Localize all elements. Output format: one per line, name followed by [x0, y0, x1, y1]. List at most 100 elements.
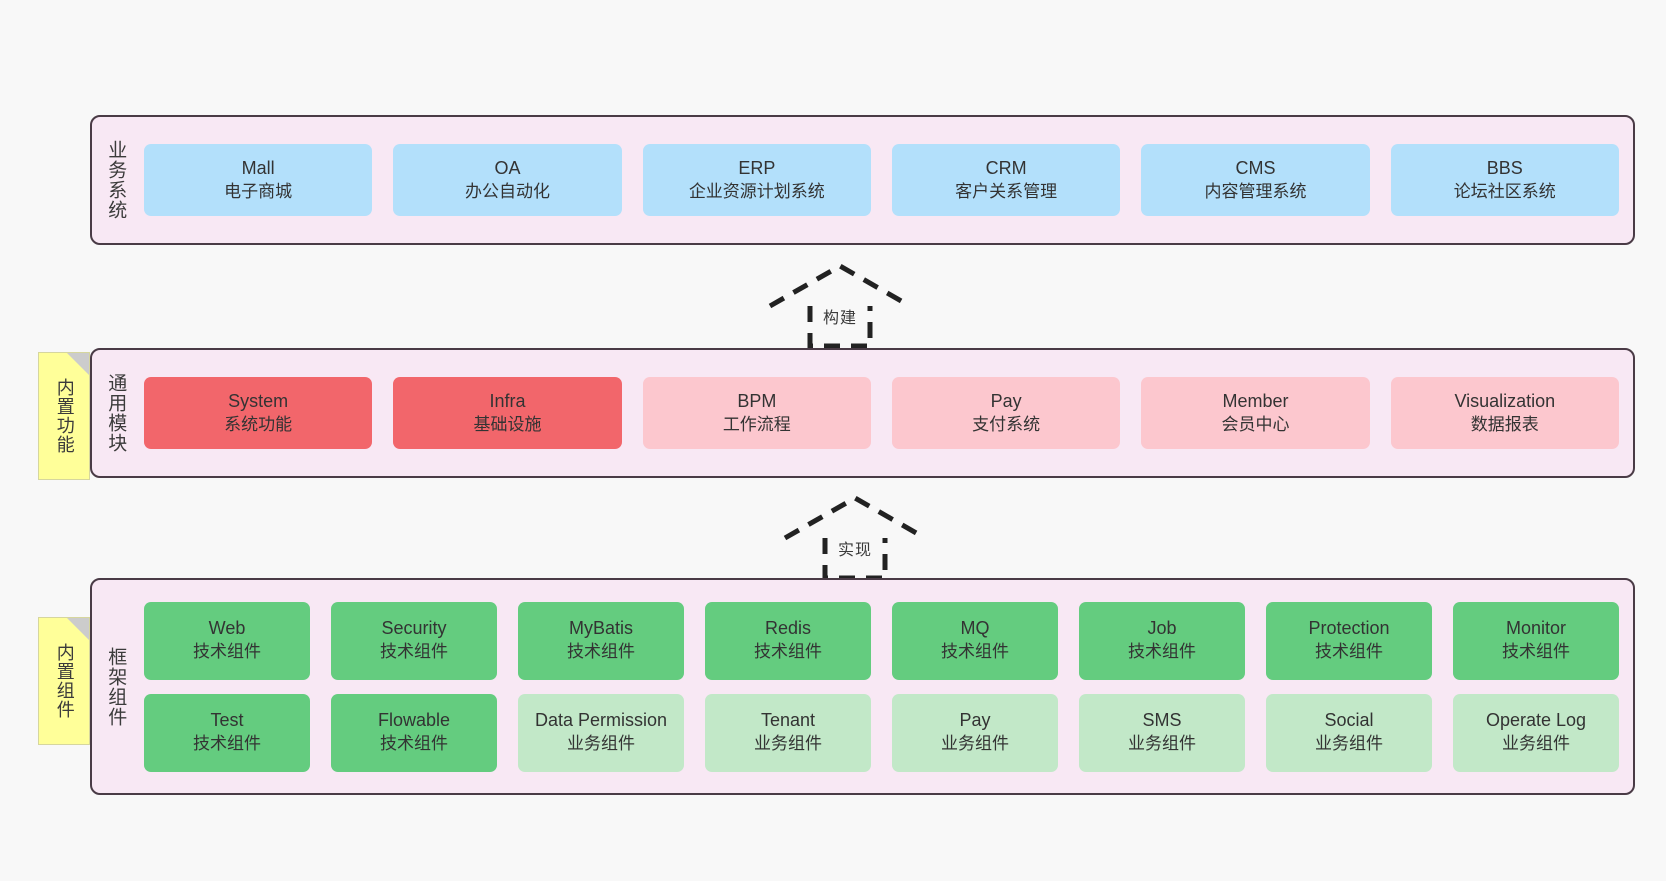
node-infra[interactable]: Infra 基础设施 [393, 377, 622, 449]
node-operate-log[interactable]: Operate Log 业务组件 [1453, 693, 1619, 772]
node-bpm[interactable]: BPM 工作流程 [642, 377, 871, 449]
node-mq[interactable]: MQ 技术组件 [892, 601, 1058, 680]
node-title: Pay [990, 390, 1022, 411]
note-fold-icon [67, 353, 89, 375]
node-subtitle: 基础设施 [473, 414, 542, 434]
layer-row: System 系统功能 Infra 基础设施 BPM 工作流程 Pay 支付系统… [144, 377, 1619, 449]
node-subtitle: 系统功能 [224, 414, 293, 434]
node-title: Visualization [1454, 390, 1556, 411]
node-subtitle: 技术组件 [1502, 642, 1570, 662]
node-member[interactable]: Member 会员中心 [1141, 377, 1370, 449]
node-erp[interactable]: ERP 企业资源计划系统 [642, 144, 871, 216]
node-subtitle: 内容管理系统 [1204, 181, 1307, 201]
node-redis[interactable]: Redis 技术组件 [705, 601, 871, 680]
node-subtitle: 业务组件 [1128, 734, 1196, 754]
node-visualization[interactable]: Visualization 数据报表 [1390, 377, 1619, 449]
layer-business-system: 业务系统 Mall 电子商城 OA 办公自动化 ERP 企业资源计划系统 CRM… [90, 115, 1635, 245]
node-title: Test [210, 710, 244, 731]
layer-title-business-system: 业务系统 [105, 140, 127, 220]
node-job[interactable]: Job 技术组件 [1079, 601, 1245, 680]
node-title: Monitor [1505, 618, 1567, 639]
node-subtitle: 会员中心 [1221, 414, 1290, 434]
connector-implement: 实现 [775, 490, 935, 582]
node-title: Infra [489, 390, 526, 411]
node-subtitle: 办公自动化 [464, 181, 550, 201]
node-subtitle: 业务组件 [1502, 734, 1570, 754]
node-title: BPM [737, 390, 777, 411]
layer-body-framework-component: Web 技术组件 Security 技术组件 MyBatis 技术组件 Redi… [138, 580, 1633, 793]
node-subtitle: 工作流程 [722, 414, 791, 434]
layer-body-common-module: System 系统功能 Infra 基础设施 BPM 工作流程 Pay 支付系统… [138, 350, 1633, 476]
note-fold-icon [67, 618, 89, 640]
node-protection[interactable]: Protection 技术组件 [1266, 601, 1432, 680]
node-title: System [228, 390, 289, 411]
note-label: 内置组件 [54, 643, 75, 719]
node-social[interactable]: Social 业务组件 [1266, 693, 1432, 772]
node-title: Redis [764, 618, 812, 639]
node-web[interactable]: Web 技术组件 [144, 601, 310, 680]
node-subtitle: 论坛社区系统 [1453, 181, 1556, 201]
node-bbs[interactable]: BBS 论坛社区系统 [1390, 144, 1619, 216]
node-sms[interactable]: SMS 业务组件 [1079, 693, 1245, 772]
node-subtitle: 业务组件 [567, 734, 635, 754]
node-pay-business[interactable]: Pay 业务组件 [892, 693, 1058, 772]
node-subtitle: 业务组件 [1315, 734, 1383, 754]
node-monitor[interactable]: Monitor 技术组件 [1453, 601, 1619, 680]
node-subtitle: 客户关系管理 [955, 181, 1058, 201]
node-crm[interactable]: CRM 客户关系管理 [891, 144, 1121, 216]
connector-build: 构建 [760, 258, 920, 350]
node-subtitle: 技术组件 [567, 642, 635, 662]
node-data-permission[interactable]: Data Permission 业务组件 [518, 693, 684, 772]
node-title: SMS [1142, 710, 1182, 731]
node-title: Mall [241, 157, 275, 178]
node-title: Job [1147, 618, 1177, 639]
node-subtitle: 支付系统 [972, 414, 1041, 434]
node-title: Pay [959, 710, 991, 731]
node-title: Tenant [760, 710, 816, 731]
note-builtin-component: 内置组件 [38, 617, 90, 745]
layer-body-business-system: Mall 电子商城 OA 办公自动化 ERP 企业资源计划系统 CRM 客户关系… [138, 117, 1633, 243]
node-pay[interactable]: Pay 支付系统 [891, 377, 1121, 449]
node-title: CRM [985, 157, 1027, 178]
layer-framework-component: 框架组件 Web 技术组件 Security 技术组件 MyBatis 技术组件… [90, 578, 1635, 795]
node-subtitle: 技术组件 [941, 642, 1009, 662]
node-title: OA [494, 157, 521, 178]
node-subtitle: 业务组件 [941, 734, 1009, 754]
node-title: Member [1222, 390, 1289, 411]
layer-row: Test 技术组件 Flowable 技术组件 Data Permission … [144, 693, 1619, 772]
node-title: BBS [1486, 157, 1523, 178]
node-title: Social [1324, 710, 1374, 731]
node-mall[interactable]: Mall 电子商城 [144, 144, 373, 216]
node-cms[interactable]: CMS 内容管理系统 [1141, 144, 1370, 216]
layer-common-module: 通用模块 System 系统功能 Infra 基础设施 BPM 工作流程 Pay… [90, 348, 1635, 478]
node-system[interactable]: System 系统功能 [144, 377, 373, 449]
node-oa[interactable]: OA 办公自动化 [393, 144, 622, 216]
node-title: Data Permission [534, 710, 668, 731]
node-subtitle: 电子商城 [224, 181, 293, 201]
layer-title-common-module: 通用模块 [105, 373, 127, 453]
node-test[interactable]: Test 技术组件 [144, 693, 310, 772]
node-title: ERP [738, 157, 776, 178]
note-builtin-function: 内置功能 [38, 352, 90, 480]
node-title: Web [208, 618, 246, 639]
node-subtitle: 技术组件 [1128, 642, 1196, 662]
note-label: 内置功能 [54, 378, 75, 454]
node-title: Protection [1308, 618, 1390, 639]
node-subtitle: 技术组件 [193, 734, 261, 754]
node-subtitle: 技术组件 [754, 642, 822, 662]
connector-label: 实现 [837, 542, 872, 559]
node-mybatis[interactable]: MyBatis 技术组件 [518, 601, 684, 680]
node-subtitle: 业务组件 [754, 734, 822, 754]
node-title: Operate Log [1485, 710, 1587, 731]
node-title: CMS [1235, 157, 1276, 178]
node-subtitle: 企业资源计划系统 [688, 181, 825, 201]
layer-title-framework-component: 框架组件 [105, 646, 127, 727]
node-security[interactable]: Security 技术组件 [331, 601, 497, 680]
layer-row: Mall 电子商城 OA 办公自动化 ERP 企业资源计划系统 CRM 客户关系… [144, 144, 1619, 216]
node-title: MyBatis [568, 618, 633, 639]
connector-label: 构建 [822, 310, 857, 327]
node-tenant[interactable]: Tenant 业务组件 [705, 693, 871, 772]
node-flowable[interactable]: Flowable 技术组件 [331, 693, 497, 772]
node-subtitle: 技术组件 [380, 734, 448, 754]
node-title: MQ [960, 618, 990, 639]
